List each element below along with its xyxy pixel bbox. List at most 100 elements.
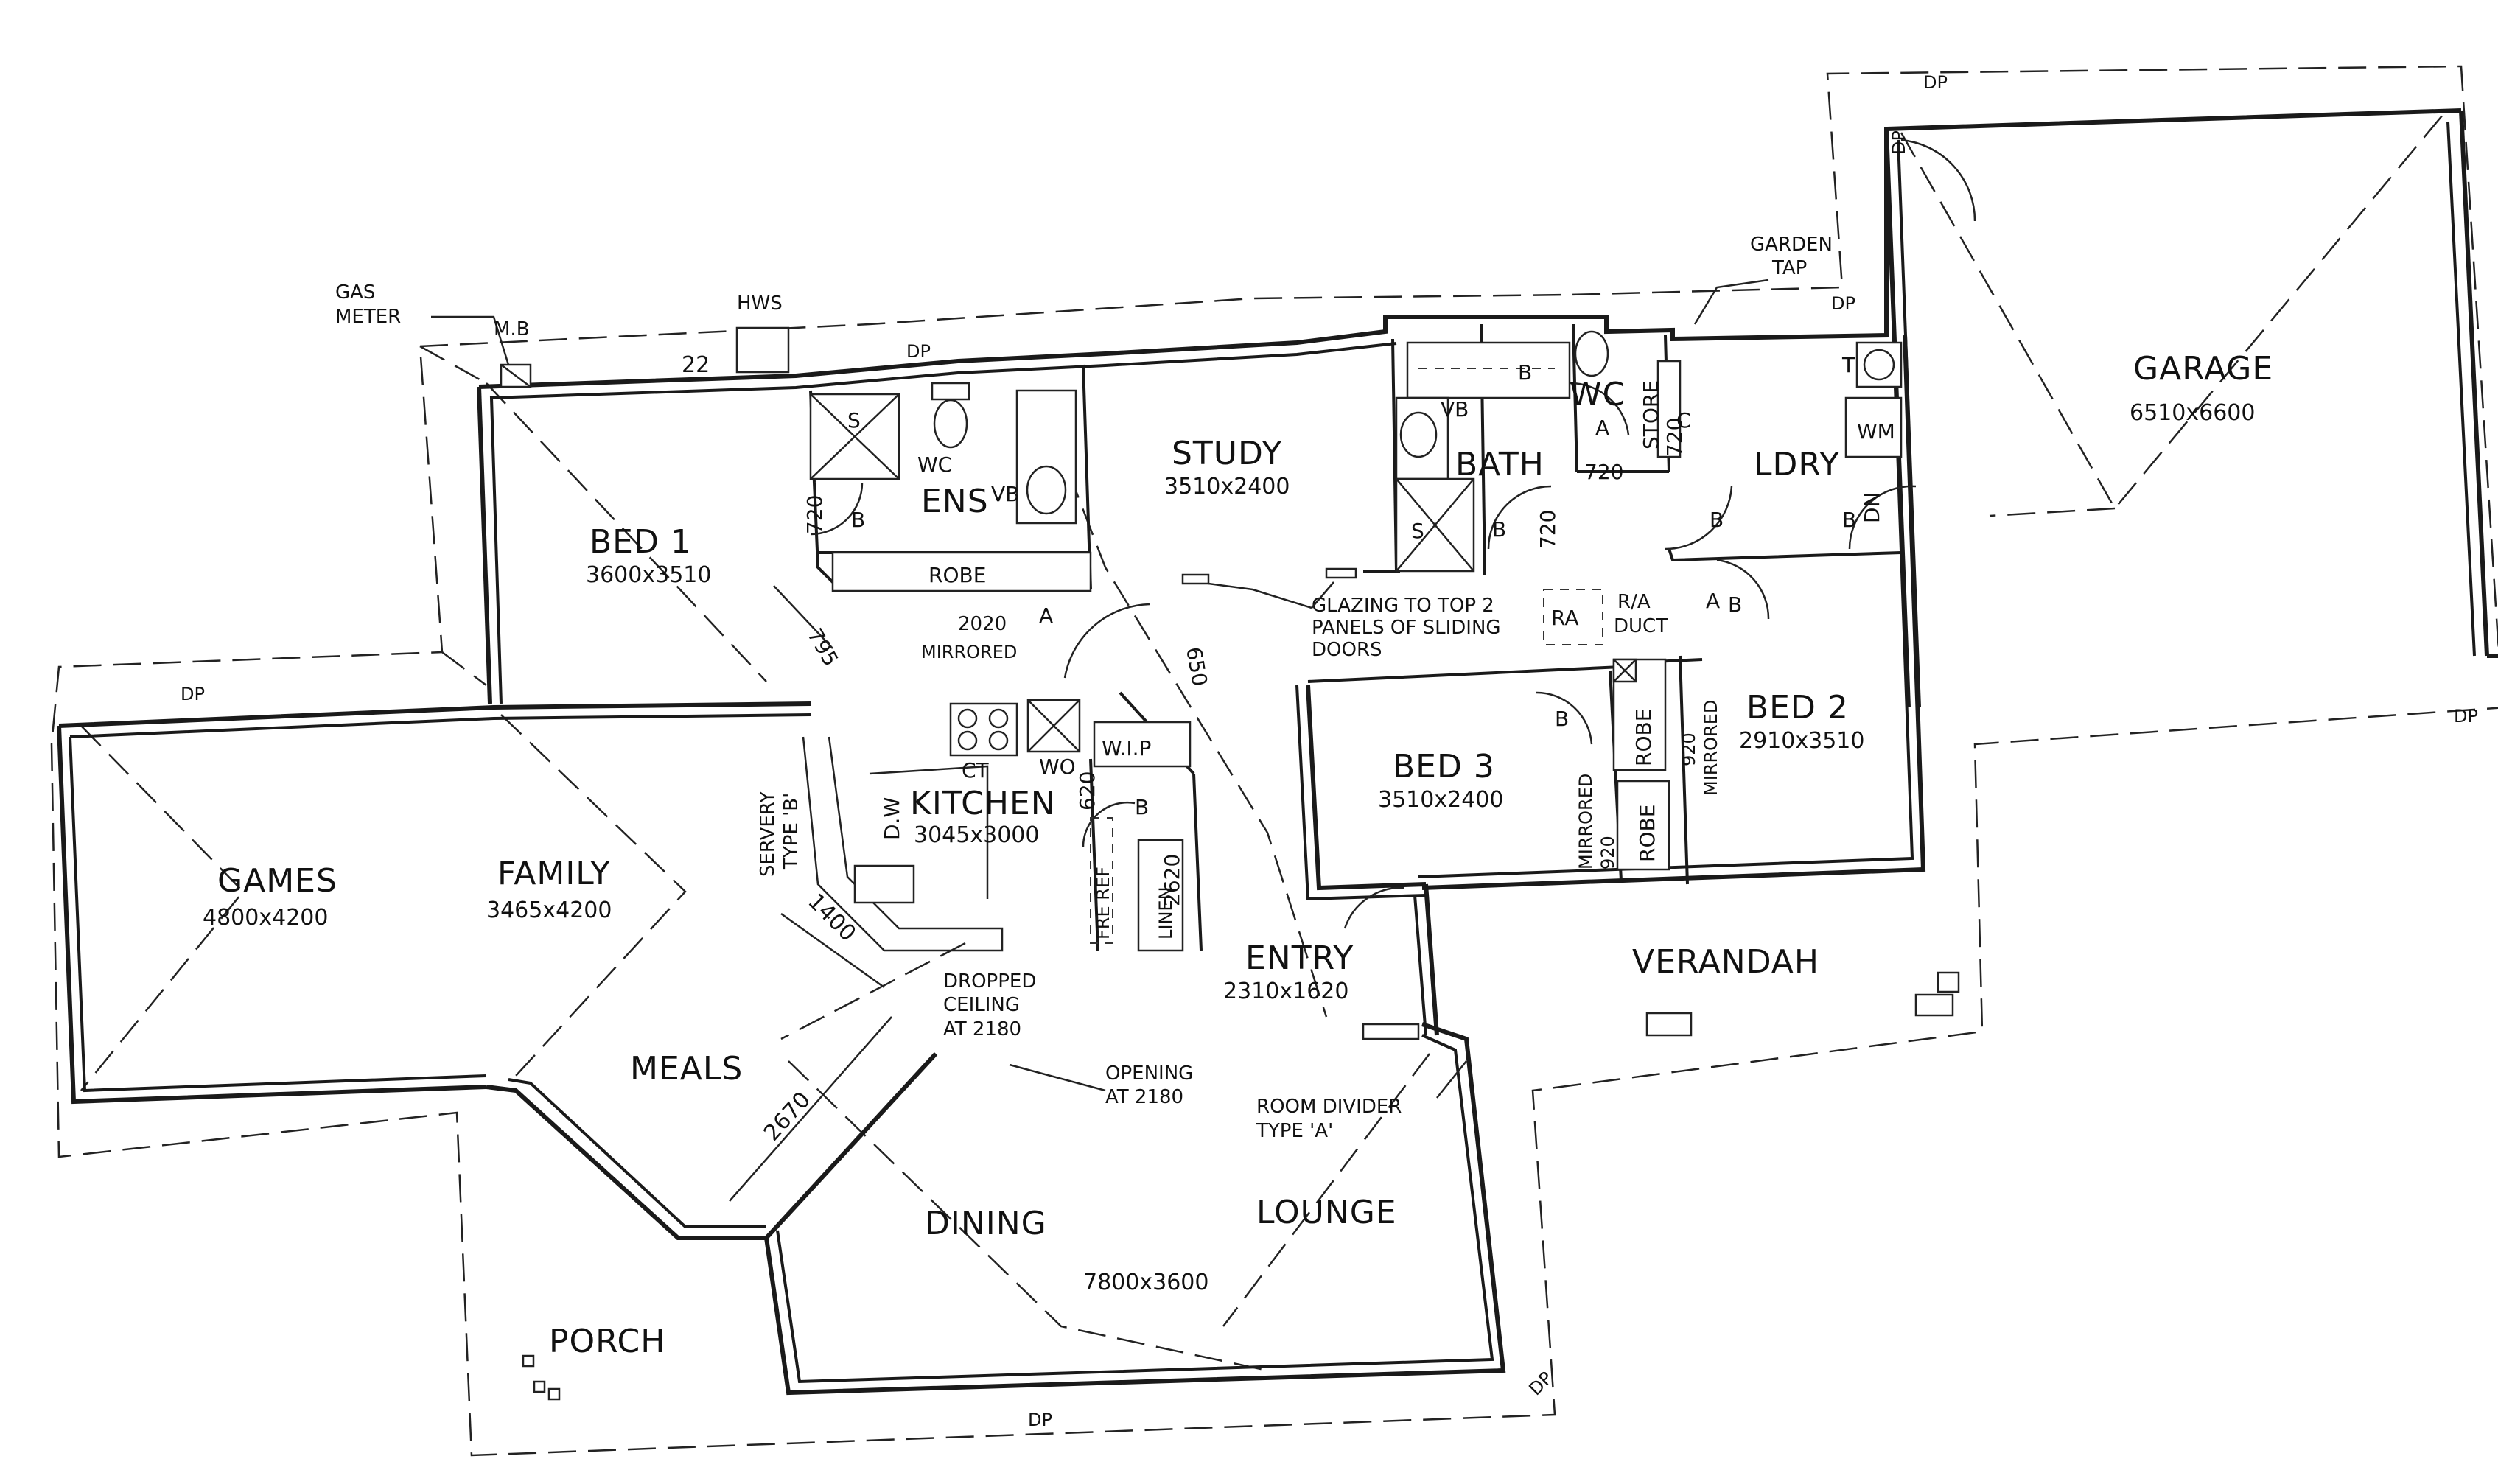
- note-dropped-ceiling-3: AT 2180: [943, 1018, 1021, 1040]
- fixture-label-wm: WM: [1857, 419, 1895, 444]
- room-labels: BED 1 3600x3510 STUDY 3510x2400 ENS BATH…: [203, 350, 2273, 1360]
- note-dropped-ceiling-2: CEILING: [943, 994, 1020, 1016]
- fixture-label-dw: D.W: [880, 797, 904, 840]
- room-label-meals: MEALS: [630, 1050, 743, 1088]
- door-a-bed1: A: [1039, 603, 1053, 628]
- note-920-bed2: 920: [1679, 732, 1699, 766]
- note-garden-tap-2: TAP: [1771, 257, 1807, 279]
- room-size-dining-lounge: 7800x3600: [1083, 1270, 1208, 1295]
- note-dp: DP: [1923, 72, 1948, 93]
- room-size-bed2: 2910x3510: [1739, 728, 1864, 754]
- fixture-label-shower-ens: S: [847, 408, 861, 433]
- eaves-outline: [50, 65, 2498, 1457]
- fixture-label-vb-bath: VB: [1441, 397, 1469, 421]
- door-swings: [810, 139, 1976, 929]
- room-label-ldry: LDRY: [1754, 446, 1840, 483]
- door-b-ldry: B: [1710, 508, 1724, 532]
- fixture-label-shower-bath: S: [1411, 519, 1424, 543]
- note-mb: M.B: [494, 318, 530, 340]
- wc-ens-icon: [933, 399, 968, 449]
- note-920-bed3: 920: [1598, 836, 1618, 869]
- fixture-label-tub: T: [1841, 353, 1855, 377]
- room-label-wc: WC: [1570, 376, 1626, 413]
- washing-machine: [1844, 396, 1903, 458]
- note-mirrored-bed3: MIRRORED: [1575, 774, 1596, 869]
- fixture-labels: S S VB VB WM RA CT WO D.W FRE REF LINEN …: [847, 353, 1895, 939]
- note-gas-meter-2: METER: [335, 306, 401, 328]
- hot-water-system: [735, 326, 790, 374]
- door-b-bath: B: [1492, 517, 1506, 542]
- room-label-garage: GARAGE: [2133, 350, 2273, 388]
- dim-720-bath: 720: [1536, 510, 1560, 549]
- internal-walls: [500, 323, 1902, 951]
- room-label-wc-ens: WC: [917, 452, 952, 477]
- room-label-study: STUDY: [1172, 435, 1282, 472]
- note-dropped-ceiling: DROPPED: [943, 970, 1036, 993]
- note-2020: 2020: [958, 613, 1007, 635]
- note-dp-5: DP: [2454, 706, 2478, 727]
- door-a-wc: A: [1595, 416, 1609, 440]
- fixture-label-linen: LINEN: [1155, 886, 1176, 939]
- note-room-divider-2: TYPE 'A': [1256, 1120, 1333, 1142]
- room-label-ens: ENS: [921, 483, 989, 520]
- note-servery: SERVERY: [757, 791, 779, 877]
- room-label-family: FAMILY: [497, 855, 611, 892]
- note-mirrored-bed2: MIRRORED: [1701, 700, 1721, 796]
- note-dp-8: DP: [1889, 130, 1909, 155]
- door-labels: B B B B B B B A A A C DN: [851, 408, 1884, 819]
- note-glazing-3: DOORS: [1312, 639, 1382, 661]
- linen-cupboard: [1137, 839, 1184, 952]
- note-garden-tap: GARDEN: [1750, 234, 1833, 256]
- room-size-garage: 6510x6600: [2130, 400, 2255, 426]
- note-glazing: GLAZING TO TOP 2: [1312, 595, 1494, 617]
- door-b-bed3: B: [1555, 707, 1569, 731]
- fixture-label-bath-tub: B: [1518, 360, 1532, 385]
- dim-2670: 2670: [759, 1087, 816, 1146]
- room-size-bed1: 3600x3510: [586, 562, 711, 588]
- note-mirrored: MIRRORED: [921, 642, 1017, 662]
- note-glazing-2: PANELS OF SLIDING: [1312, 617, 1501, 639]
- room-label-wip: W.I.P: [1102, 736, 1151, 760]
- room-label-bed1: BED 1: [589, 523, 692, 561]
- note-opening: OPENING: [1105, 1063, 1193, 1085]
- dim-2620: 2620: [1160, 854, 1184, 906]
- room-size-entry: 2310x1620: [1223, 979, 1348, 1004]
- fixture-label-vb-ens: VB: [991, 482, 1019, 506]
- room-label-games: GAMES: [217, 862, 337, 900]
- wip-shelf: [1093, 721, 1192, 768]
- sink: [853, 864, 915, 904]
- bath-tub: [1406, 341, 1571, 399]
- room-label-kitchen: KITCHEN: [910, 785, 1056, 822]
- room-label-store: STORE: [1639, 380, 1663, 449]
- note-gas-meter: GAS: [335, 281, 375, 304]
- room-size-bed3: 3510x2400: [1378, 787, 1503, 813]
- room-label-lounge: LOUNGE: [1256, 1194, 1397, 1231]
- wc-icon: [1574, 330, 1609, 377]
- return-air-grille: [1543, 589, 1603, 645]
- room-size-study: 3510x2400: [1164, 474, 1290, 500]
- dim-720-ens: 720: [802, 495, 827, 534]
- fixture-label-fridge: FRE REF: [1093, 867, 1113, 939]
- dim-720-store: 720: [1662, 418, 1687, 457]
- note-hws: HWS: [737, 293, 783, 315]
- cooktop: [949, 702, 1018, 757]
- note-dp-6: DP: [1028, 1410, 1052, 1430]
- door-b-bed2: B: [1728, 592, 1742, 617]
- note-opening-2: AT 2180: [1105, 1086, 1183, 1108]
- note-dp-3: DP: [906, 341, 931, 362]
- note-dp-2: DP: [1831, 293, 1855, 314]
- door-b-ens: B: [851, 508, 865, 532]
- dim-22: 22: [682, 352, 710, 378]
- room-label-robe-ens: ROBE: [928, 563, 986, 587]
- basin-bath-icon: [1399, 411, 1438, 458]
- room-label-verandah: VERANDAH: [1632, 943, 1819, 981]
- room-label-robe-upper: ROBE: [1631, 709, 1656, 766]
- note-room-divider: ROOM DIVIDER: [1256, 1096, 1402, 1118]
- fixture-label-wo: WO: [1039, 755, 1076, 779]
- room-label-porch: PORCH: [549, 1323, 665, 1360]
- room-label-bed2: BED 2: [1746, 689, 1849, 727]
- dim-650: 650: [1181, 645, 1212, 687]
- robe-bed2-lower: [1616, 780, 1670, 871]
- door-b-wip: B: [1135, 795, 1149, 819]
